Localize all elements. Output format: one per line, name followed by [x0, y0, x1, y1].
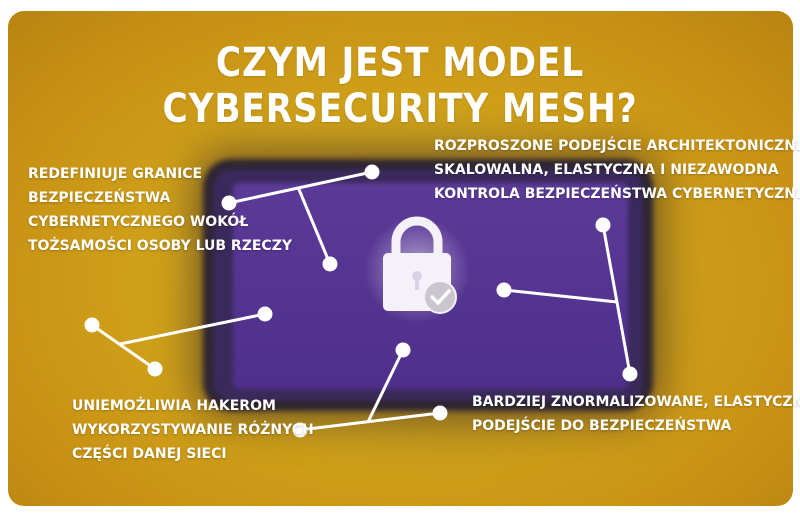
label-line: UNIEMOŻLIWIA HAKEROM — [72, 398, 276, 414]
connector-top-left — [221, 164, 380, 272]
connector-bottom — [292, 342, 448, 438]
label-line: TOŻSAMOŚCI OSOBY LUB RZECZY — [28, 238, 292, 254]
label-top-right: ROZPROSZONE PODEJŚCIE ARCHITEKTONICZNE =… — [434, 134, 800, 206]
label-line: CYBERNETYCZNEGO WOKÓŁ — [28, 214, 249, 230]
label-line: KONTROLA BEZPIECZEŃSTWA CYBERNETYCZNEGO — [434, 186, 800, 202]
checkmark-badge-icon — [423, 280, 457, 314]
label-line: BEZPIECZEŃSTWA — [28, 190, 171, 206]
label-line: ROZPROSZONE PODEJŚCIE ARCHITEKTONICZNE = — [434, 138, 800, 154]
label-line: CZĘŚCI DANEJ SIECI — [72, 446, 227, 462]
connector-left — [84, 306, 273, 377]
label-bottom-left: UNIEMOŻLIWIA HAKEROM WYKORZYSTYWANIE RÓŻ… — [72, 394, 314, 466]
label-line: BARDZIEJ ZNORMALIZOWANE, ELASTYCZNE — [472, 394, 800, 410]
page-title: CZYM JEST MODEL CYBERSECURITY MESH? — [162, 40, 638, 132]
label-top-left: REDEFINIUJE GRANICE BEZPIECZEŃSTWA CYBER… — [28, 162, 292, 258]
label-line: WYKORZYSTYWANIE RÓŻNYCH — [72, 422, 314, 438]
label-bottom-right: BARDZIEJ ZNORMALIZOWANE, ELASTYCZNE PODE… — [472, 390, 800, 438]
label-line: SKALOWALNA, ELASTYCZNA I NIEZAWODNA — [434, 162, 779, 178]
connector-top-right — [496, 217, 638, 382]
label-line: REDEFINIUJE GRANICE — [28, 166, 203, 182]
label-line: PODEJŚCIE DO BEZPIECZEŃSTWA — [472, 418, 732, 434]
